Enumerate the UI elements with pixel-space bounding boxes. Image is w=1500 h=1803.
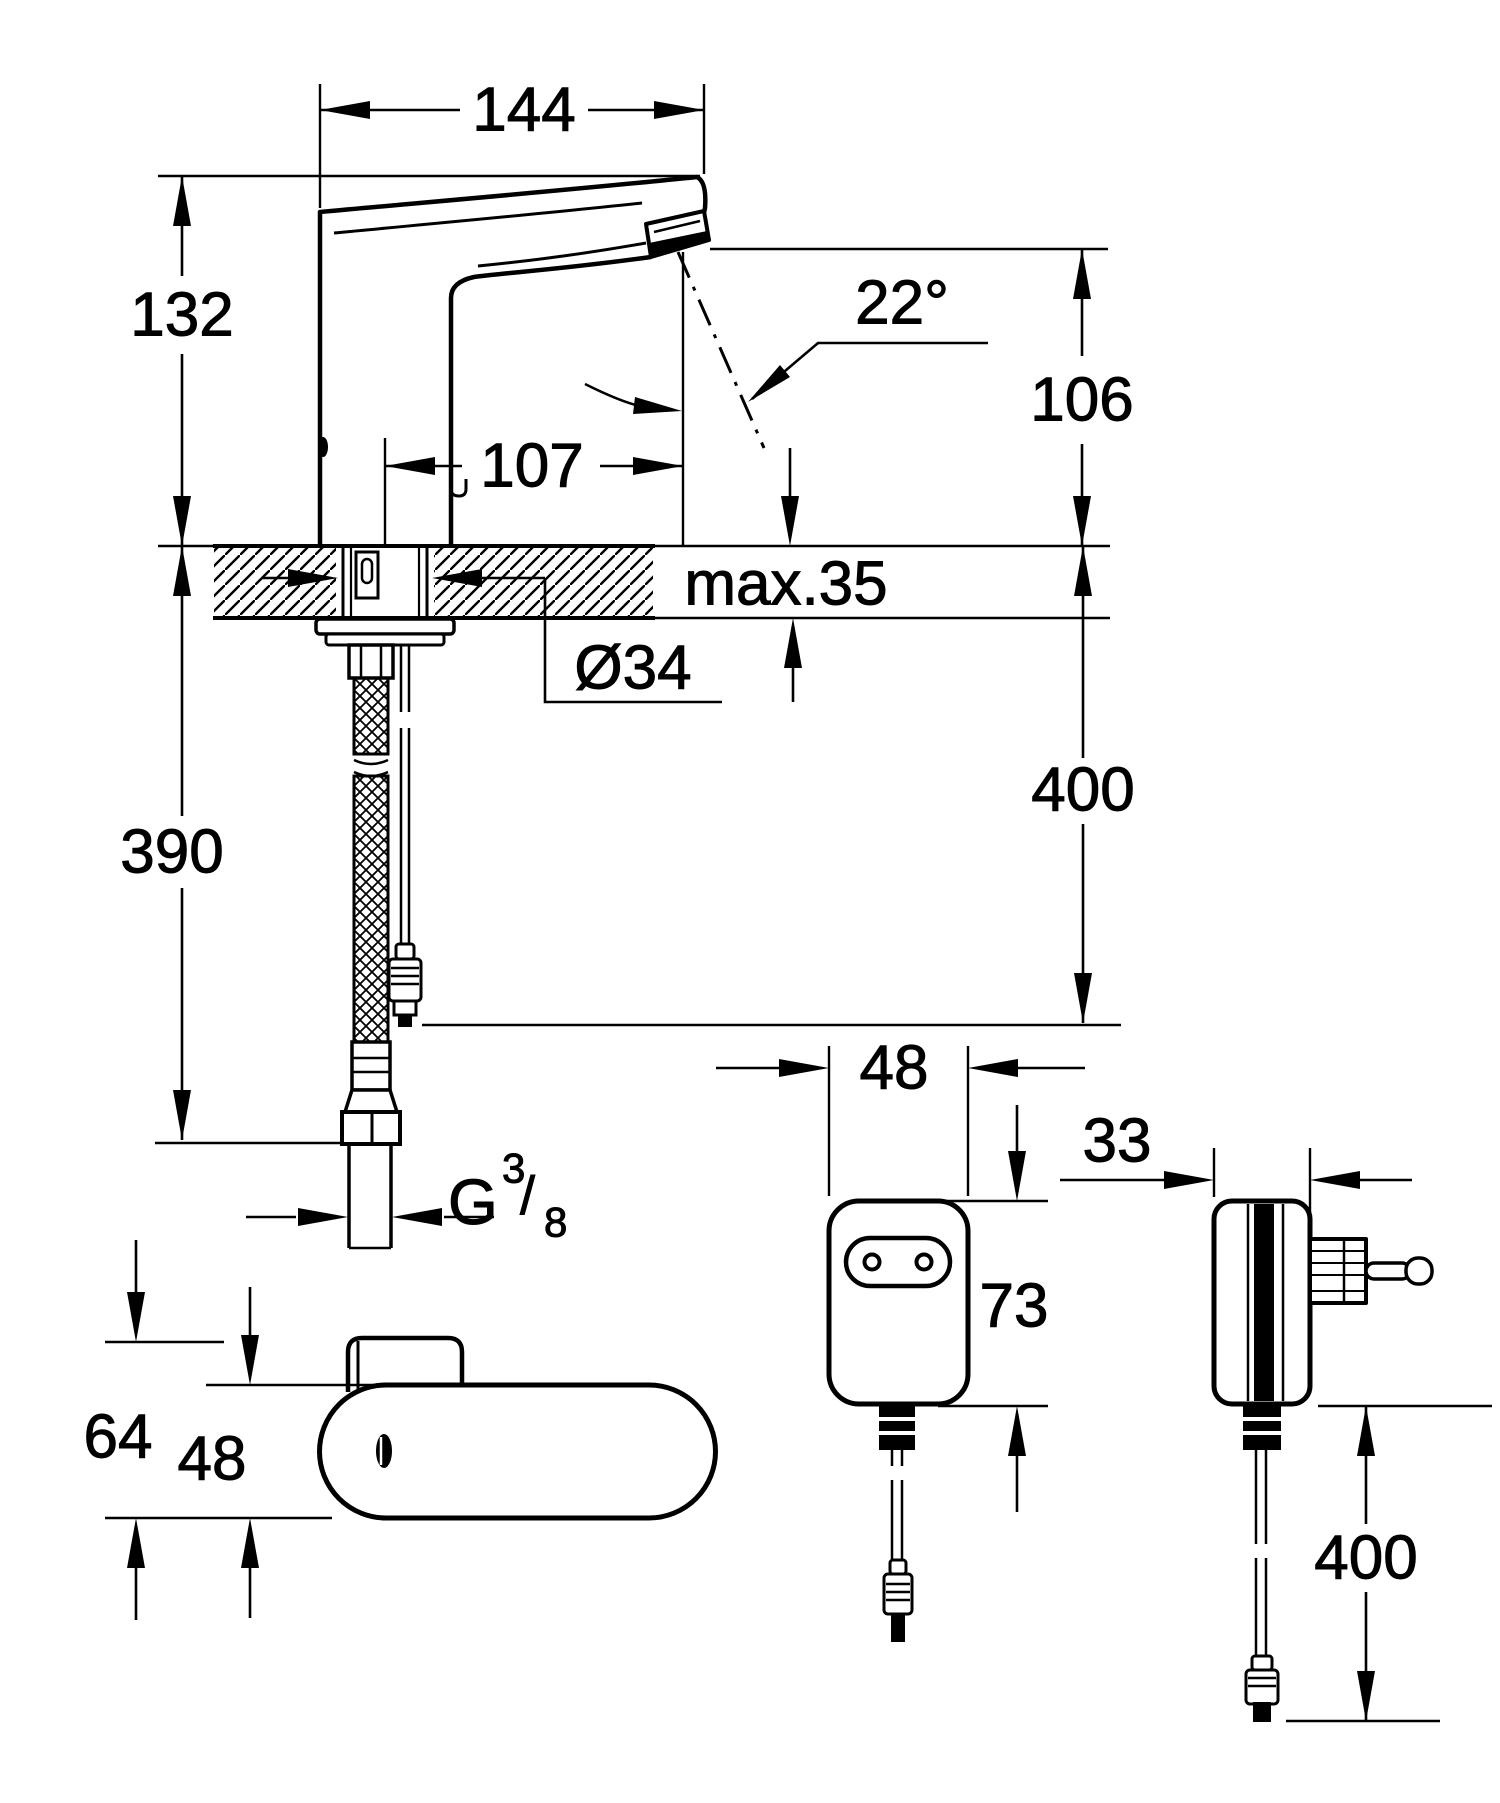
adapter-side-cable [1243, 1404, 1281, 1722]
dim-label-73: 73 [980, 1272, 1049, 1341]
dim-label-400-adapter: 400 [1314, 1524, 1417, 1593]
thread-label-g: G [448, 1166, 498, 1238]
dim-hole-diameter: Ø34 [262, 569, 722, 704]
supply-hose [340, 643, 402, 1250]
dim-label-390: 390 [120, 818, 223, 887]
dim-label-107: 107 [480, 432, 583, 501]
aerator-outlet [644, 209, 711, 259]
spout-tab-top-view [345, 1335, 465, 1392]
dim-spout-reach: 107 [383, 252, 685, 546]
thread-label-numerator: 3 [502, 1145, 525, 1192]
sensor-window-side [318, 437, 328, 457]
dim-outlet-height: 106 [710, 247, 1134, 546]
dim-label-64: 64 [84, 1403, 153, 1472]
washer-flange [314, 617, 456, 647]
thread-label-denominator: 8 [544, 1199, 567, 1246]
wall-plug-pin [1308, 1237, 1434, 1305]
dim-top-body-depth: 48 [177, 1287, 384, 1618]
dim-label-144: 144 [472, 76, 575, 145]
dim-label-48-adapter: 48 [860, 1034, 929, 1103]
cable-connector [387, 942, 423, 1027]
dim-label-106: 106 [1030, 366, 1133, 435]
faucet-top-view [317, 1335, 718, 1521]
data-cable [387, 645, 423, 1027]
dim-label-dia34: Ø34 [574, 634, 691, 703]
dim-overall-width: 144 [318, 75, 706, 208]
dim-label-33: 33 [1083, 1107, 1152, 1176]
power-adapter-front-view [826, 1198, 971, 1642]
dim-adapter-height: 73 [938, 1105, 1049, 1512]
dim-cable-length: 400 [422, 546, 1135, 1027]
dim-adapter-width: 48 [716, 1033, 1085, 1196]
mounting-shank [341, 546, 429, 619]
base-edge-detail [449, 473, 468, 498]
dim-top-depth: 64 [83, 1240, 332, 1620]
power-adapter-side-view [1211, 1198, 1434, 1722]
dim-adapter-depth: 33 [1060, 1106, 1412, 1235]
dim-thread-g38: G 3 / 8 [246, 1144, 568, 1246]
dim-label-132: 132 [130, 281, 233, 350]
sensor-window-top [376, 1434, 392, 1468]
dim-max-deck-thickness: max.35 [684, 448, 888, 702]
dim-label-22deg: 22° [855, 269, 949, 338]
faucet-side-view [317, 174, 711, 546]
spray-axis-line [676, 251, 766, 449]
dim-hose-length: 390 [120, 546, 341, 1145]
dim-adapter-cable-length: 400 [1286, 1404, 1492, 1723]
dim-label-400: 400 [1031, 756, 1134, 825]
dim-body-height: 132 [130, 174, 700, 546]
dim-label-max35: max.35 [684, 550, 887, 619]
body-top-view [317, 1382, 718, 1521]
dim-label-48-top: 48 [178, 1425, 247, 1494]
adapter-front-cable [879, 1404, 915, 1642]
euro-socket [843, 1235, 953, 1289]
spray-angle-annotation: 22° [584, 251, 988, 449]
thread-label-slash: / [520, 1166, 535, 1226]
